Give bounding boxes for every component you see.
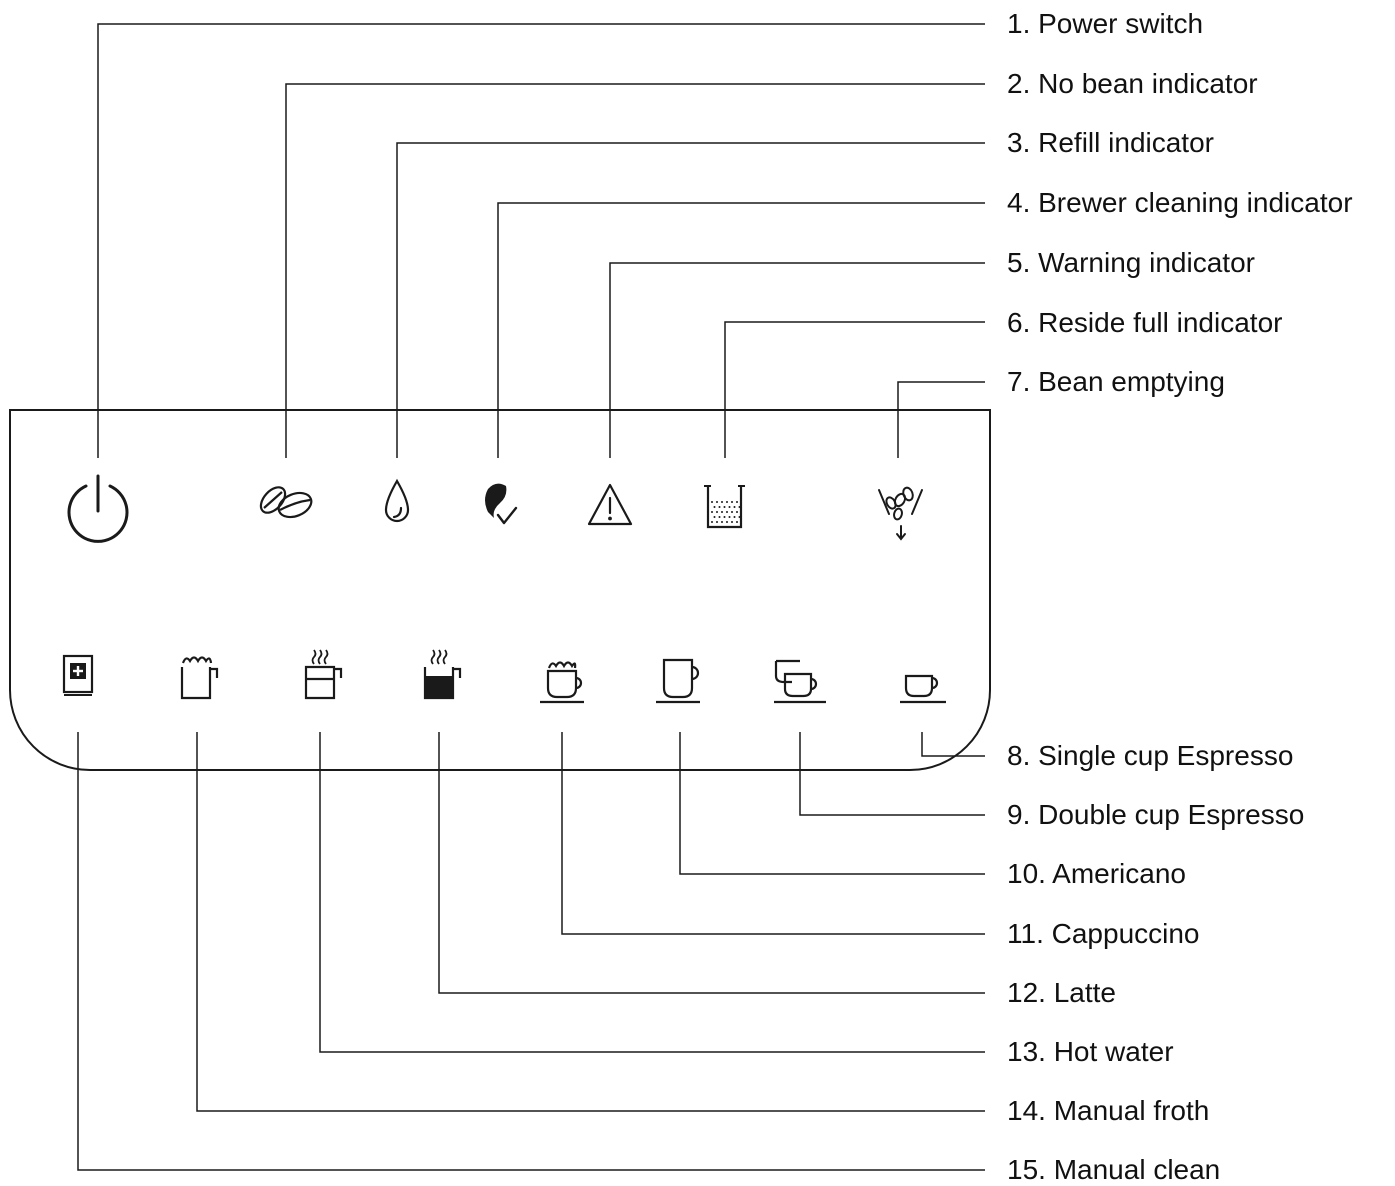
control-panel-outline <box>9 409 991 771</box>
residue-dot <box>731 501 733 503</box>
label-cappuccino: 11. Cappuccino <box>1007 918 1200 949</box>
residue-dot <box>721 511 723 513</box>
brewer-cleaning-icon <box>485 483 518 525</box>
residue-dot <box>721 501 723 503</box>
bean-emptying-icon[interactable] <box>878 486 923 541</box>
coffee-bean-icon <box>259 486 313 519</box>
residue-dot <box>728 506 731 508</box>
double-espresso-cup-icon[interactable] <box>774 659 826 704</box>
residue-dot <box>733 506 736 508</box>
leader-line-15 <box>77 732 985 1171</box>
label-reside-full-indicator: 6. Reside full indicator <box>1007 307 1282 338</box>
label-no-bean-indicator: 2. No bean indicator <box>1007 68 1258 99</box>
hot-water-mug-icon[interactable] <box>304 649 343 700</box>
leader-line-3 <box>396 142 985 458</box>
residue-dot <box>726 511 728 513</box>
leader-line-12 <box>438 732 985 994</box>
residue-dot <box>711 521 713 523</box>
leader-lines-top <box>97 23 985 458</box>
residue-container-icon <box>704 485 745 529</box>
leader-line-1 <box>97 23 985 458</box>
warning-triangle-icon <box>587 483 633 526</box>
leader-line-9 <box>799 732 985 816</box>
residue-dot <box>713 516 716 518</box>
residue-dot <box>736 511 738 513</box>
residue-dot <box>726 521 728 523</box>
residue-dot <box>713 506 716 508</box>
leader-line-7 <box>897 381 985 458</box>
froth-mug-icon[interactable] <box>180 656 219 700</box>
residue-dot <box>721 521 723 523</box>
leader-line-14 <box>196 732 985 1112</box>
residue-dot <box>711 501 713 503</box>
leader-line-6 <box>724 321 985 458</box>
residue-dot <box>736 501 738 503</box>
americano-cup-icon[interactable] <box>656 658 700 704</box>
label-bean-emptying: 7. Bean emptying <box>1007 366 1225 397</box>
label-hot-water: 13. Hot water <box>1007 1036 1174 1067</box>
residue-dot <box>723 506 726 508</box>
residue-dot <box>711 511 713 513</box>
single-espresso-cup-icon[interactable] <box>900 674 946 704</box>
callout-labels: 1. Power switch 2. No bean indicator 3. … <box>1007 8 1353 1185</box>
residue-dot <box>731 511 733 513</box>
residue-dot <box>733 516 736 518</box>
label-latte: 12. Latte <box>1007 977 1116 1008</box>
leader-line-13 <box>319 732 985 1053</box>
residue-dot <box>738 516 741 518</box>
leader-line-8 <box>921 732 985 757</box>
water-drop-icon <box>384 478 410 523</box>
residue-dot <box>726 501 728 503</box>
residue-dot <box>723 516 726 518</box>
leader-line-4 <box>497 202 985 458</box>
label-single-cup-espresso: 8. Single cup Espresso <box>1007 740 1293 771</box>
label-manual-clean: 15. Manual clean <box>1007 1154 1220 1185</box>
leader-lines-bottom <box>77 732 985 1171</box>
residue-dot <box>728 516 731 518</box>
leader-line-5 <box>609 262 985 458</box>
residue-dot <box>718 516 721 518</box>
cappuccino-cup-icon[interactable] <box>540 661 584 704</box>
label-americano: 10. Americano <box>1007 858 1186 889</box>
label-power-switch: 1. Power switch <box>1007 8 1203 39</box>
label-warning-indicator: 5. Warning indicator <box>1007 247 1255 278</box>
residue-dot <box>718 506 721 508</box>
power-icon[interactable] <box>67 474 129 543</box>
residue-dot <box>738 506 741 508</box>
manual-clean-icon[interactable] <box>62 654 94 696</box>
residue-dot <box>736 521 738 523</box>
label-double-cup-espresso: 9. Double cup Espresso <box>1007 799 1304 830</box>
leader-line-2 <box>285 83 985 458</box>
residue-dot <box>716 521 718 523</box>
residue-dot <box>716 511 718 513</box>
latte-mug-icon[interactable] <box>423 649 462 700</box>
residue-dot <box>716 501 718 503</box>
leader-line-11 <box>561 732 985 935</box>
leader-line-10 <box>679 732 985 875</box>
residue-dot <box>731 521 733 523</box>
label-manual-froth: 14. Manual froth <box>1007 1095 1209 1126</box>
label-refill-indicator: 3. Refill indicator <box>1007 127 1214 158</box>
label-brewer-cleaning-indicator: 4. Brewer cleaning indicator <box>1007 187 1353 218</box>
